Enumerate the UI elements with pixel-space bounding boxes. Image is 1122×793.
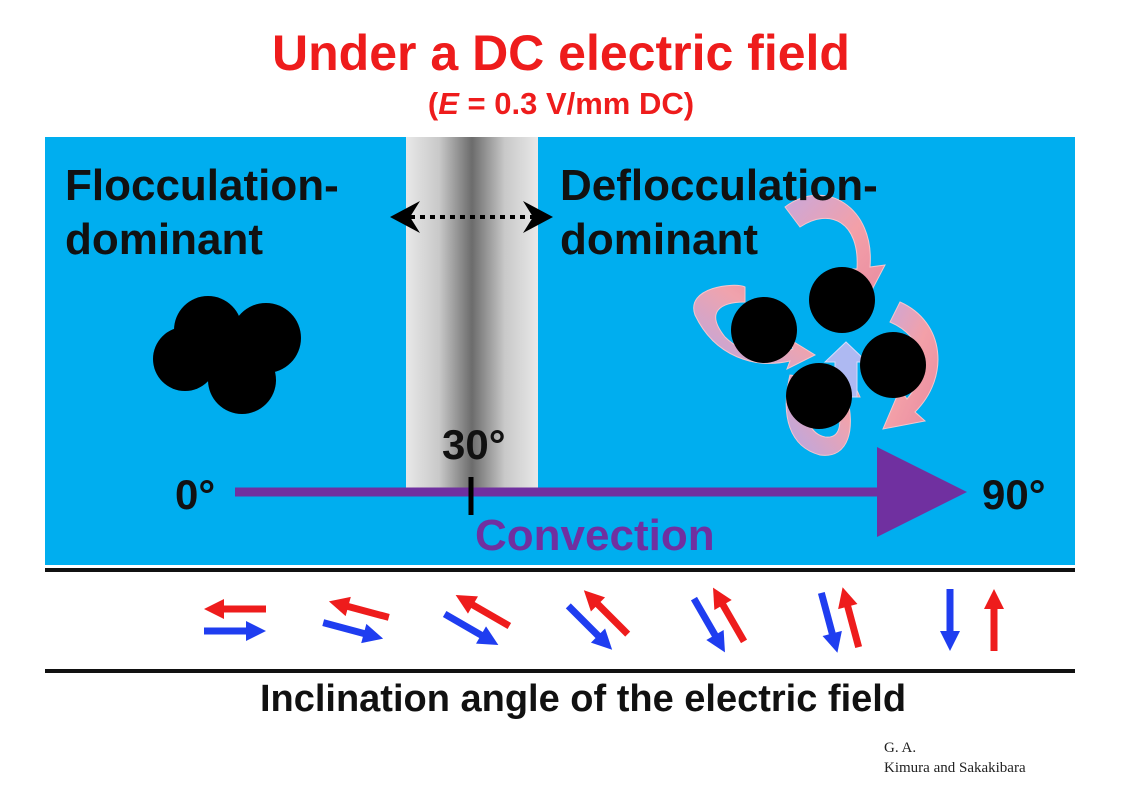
field-arrow-red-shaft (345, 602, 390, 621)
field-arrow-blue-head (361, 623, 384, 644)
field-arrow-red-head (838, 587, 858, 610)
field-arrow-red-shaft (718, 601, 748, 644)
field-strength-subtitle: (E = 0.3 V/mm DC) (0, 86, 1122, 122)
field-strip-top-rule (45, 568, 1075, 572)
field-arrow-red-head (583, 590, 606, 612)
regime-diagram-panel: Flocculation- dominant Deflocculation- d… (45, 137, 1075, 565)
field-arrow-pair (442, 594, 512, 646)
field-arrow-blue-shaft (442, 610, 485, 640)
field-arrow-red-shaft (843, 603, 863, 649)
angle-0-label: 0° (175, 471, 216, 518)
author-credit: G. A. Kimura and Sakakibara (884, 740, 1026, 776)
deflocculation-swirl (693, 194, 939, 456)
field-arrow-blue-head (476, 626, 499, 646)
field-arrow-pair (690, 587, 748, 653)
field-arrow-red-head (328, 596, 351, 617)
subtitle-value: = 0.3 V/mm DC) (458, 86, 695, 121)
field-arrow-red-head (984, 589, 1004, 609)
field-arrow-pair (204, 599, 266, 641)
field-arrow-blue-shaft (322, 619, 367, 638)
flocculated-particle-cluster (153, 296, 301, 414)
field-arrow-red-head (204, 599, 224, 619)
field-arrow-blue-head (590, 628, 613, 650)
angle-90-label: 90° (982, 471, 1046, 518)
dispersed-particle (786, 363, 852, 429)
field-arrow-red-shaft (469, 600, 512, 630)
deflocculation-dominant-label: Deflocculation- dominant (560, 161, 878, 264)
dispersed-particle (809, 267, 875, 333)
field-strip-bottom-rule (45, 669, 1075, 673)
field-arrow-pair (940, 589, 1004, 651)
angle-30-label: 30° (442, 421, 506, 468)
field-arrow-blue-head (822, 630, 842, 653)
field-arrow-red-head (713, 587, 732, 610)
field-symbol: E (438, 86, 459, 121)
field-arrow-blue-shaft (817, 591, 837, 637)
dispersed-particle (860, 332, 926, 398)
field-arrow-pair (565, 590, 631, 650)
flocculation-dominant-label: Flocculation- dominant (65, 161, 339, 264)
convection-label: Convection (475, 511, 715, 560)
field-arrow-pair (322, 596, 390, 644)
field-arrow-pair (817, 587, 863, 653)
inclination-caption: Inclination angle of the electric field (259, 678, 907, 720)
field-arrow-red-shaft (594, 600, 631, 637)
field-arrow-blue-head (246, 621, 266, 641)
subtitle-open: ( (427, 86, 439, 121)
slide-title: Under a DC electric field (272, 25, 850, 81)
field-arrow-blue-head (706, 630, 725, 653)
field-arrow-red-head (455, 594, 478, 614)
transition-band (406, 137, 538, 490)
field-arrow-blue-head (940, 631, 960, 651)
regime-diagram-graphics (153, 194, 967, 537)
field-arrow-blue-shaft (565, 603, 602, 640)
transition-double-arrow (390, 201, 553, 233)
dispersed-particle (731, 297, 797, 363)
field-arrow-blue-shaft (690, 596, 720, 639)
field-direction-arrow-strip (204, 587, 1004, 653)
